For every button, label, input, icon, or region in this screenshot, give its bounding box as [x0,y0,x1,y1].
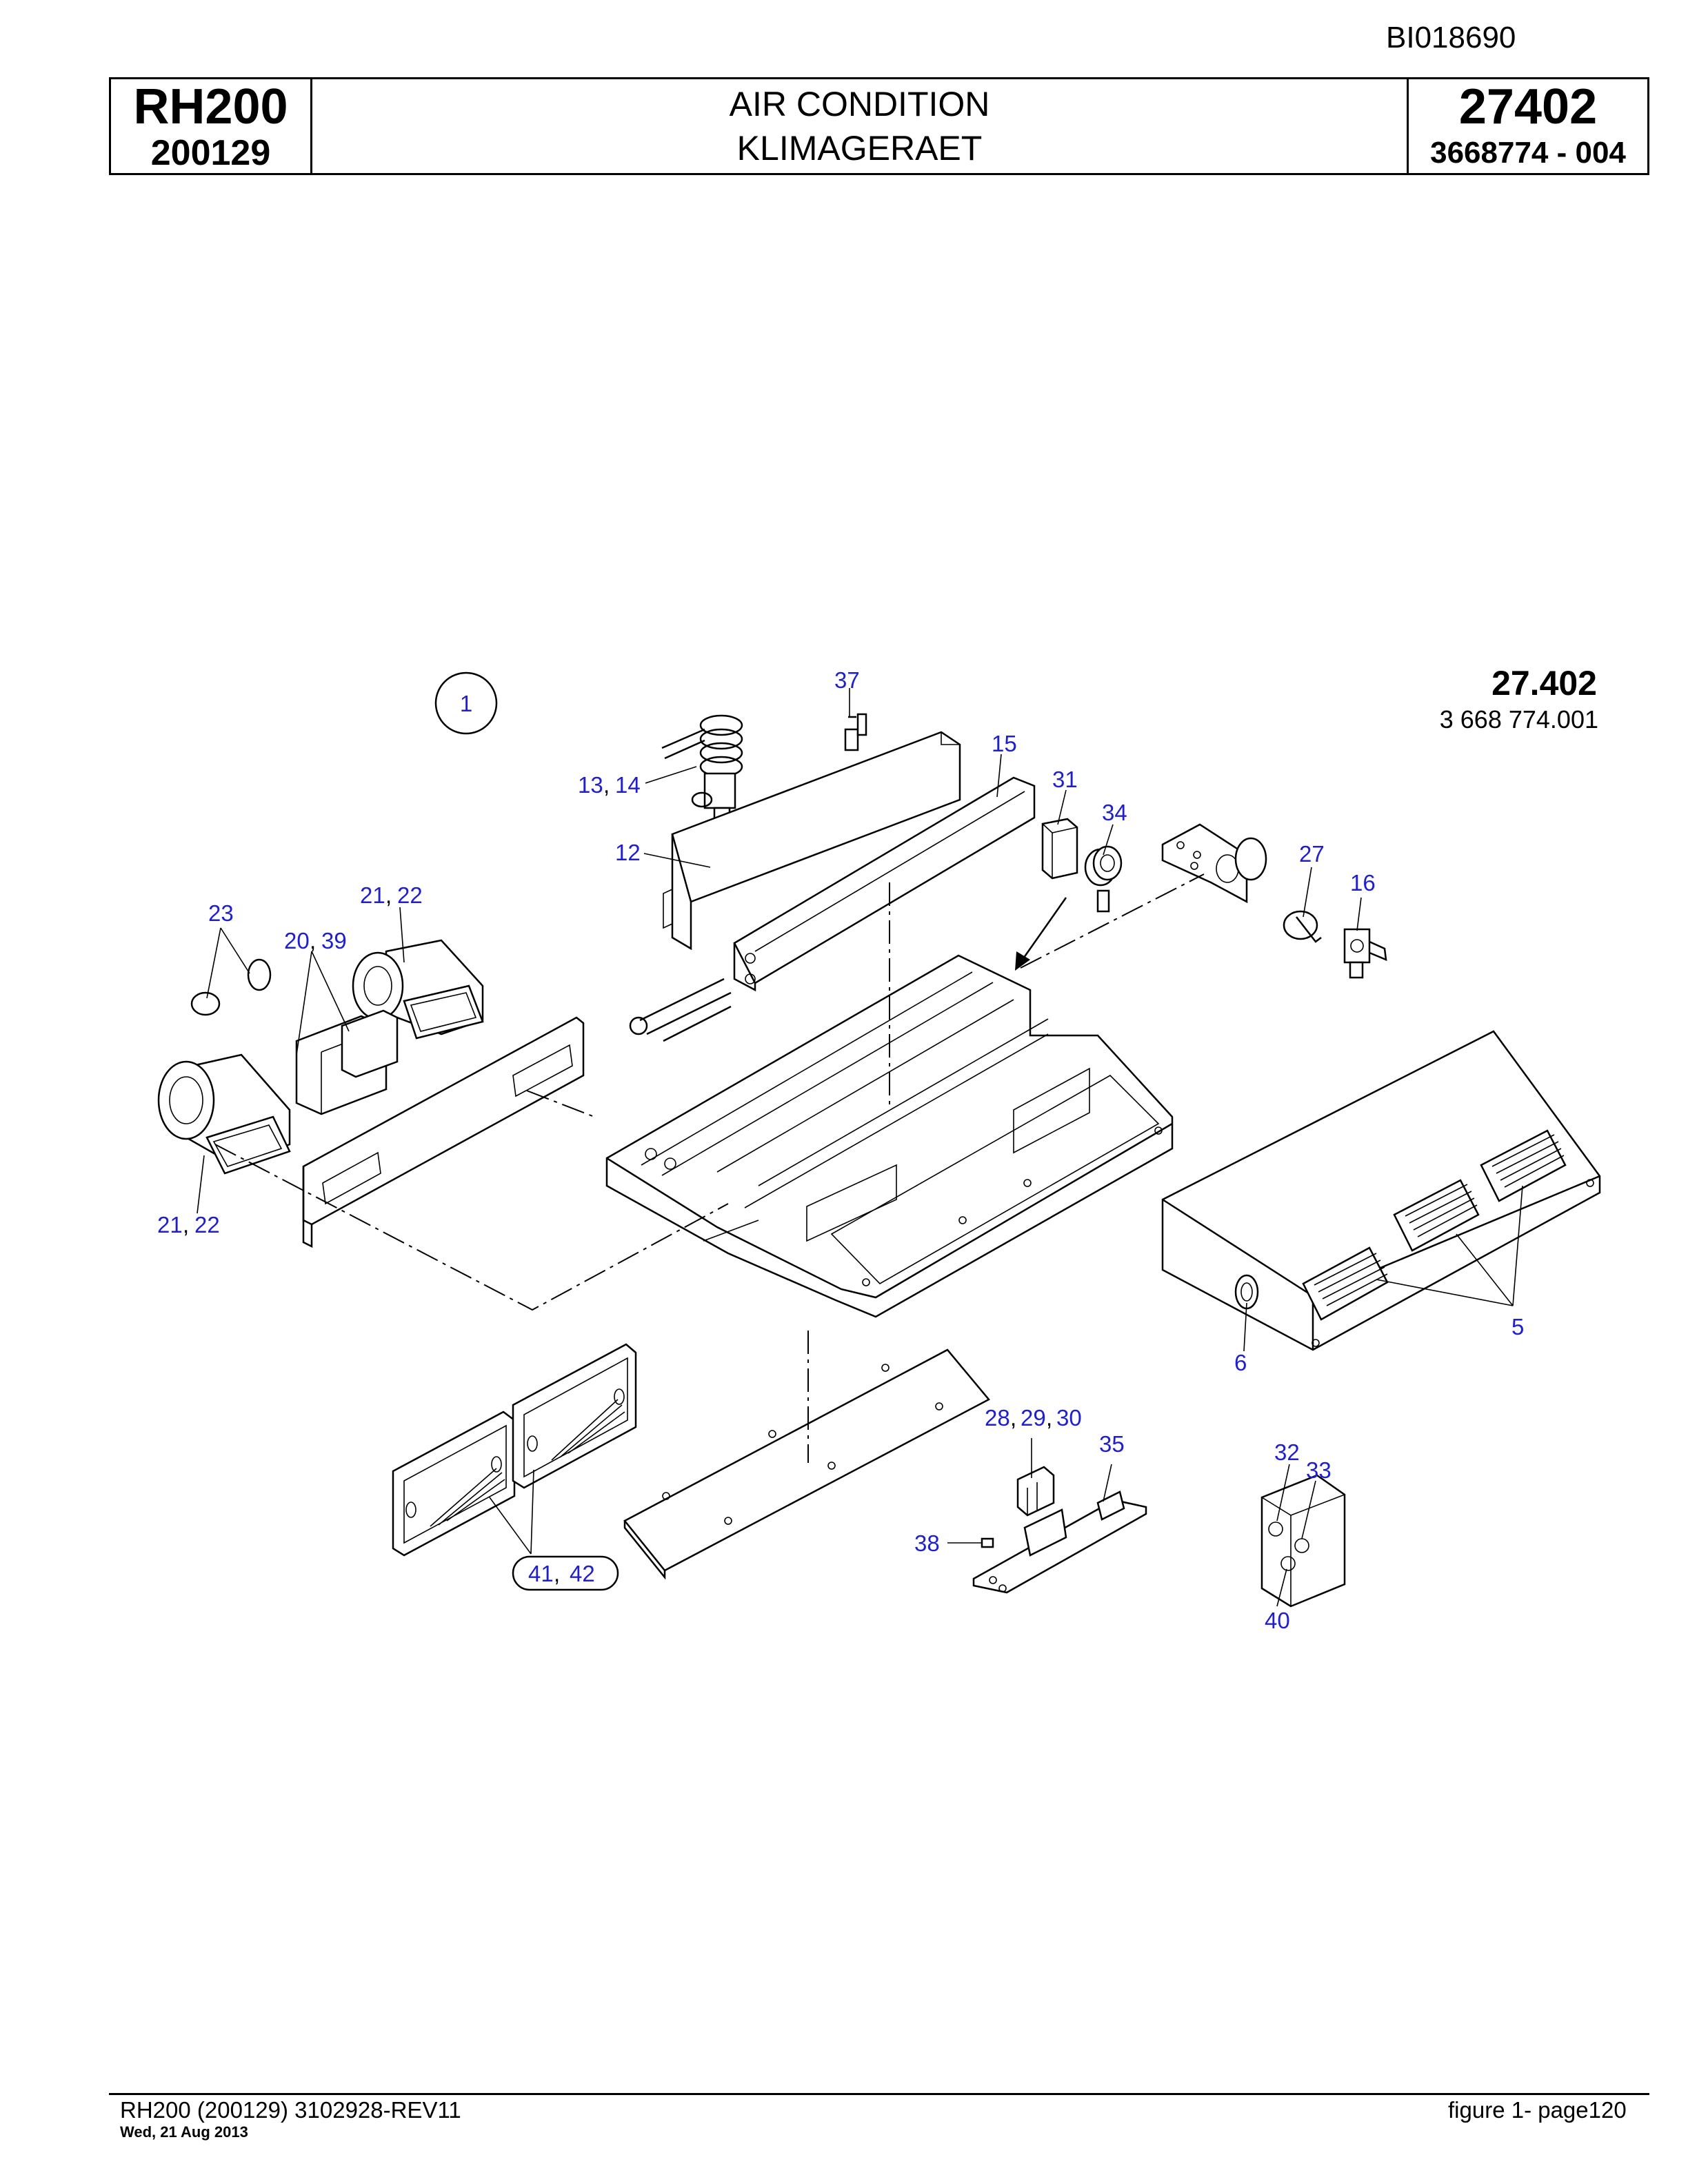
title-english: AIR CONDITION [729,85,990,123]
callout-separator: , [183,1212,189,1237]
callout: 23 [208,900,234,926]
callout: 16 [1350,870,1376,896]
group-number: 27.402 [1491,664,1597,702]
callout: 42 [570,1561,595,1586]
direction-arrow [1015,897,1067,971]
callout: 39 [321,928,347,953]
callout-separator: , [310,928,316,953]
callout: 29 [1021,1405,1046,1430]
callout: 22 [194,1212,220,1237]
blower-panel [302,1016,585,1248]
callout: 41 [528,1561,554,1586]
thermostat [1084,845,1123,913]
title-block: RH200 200129 AIR CONDITION KLIMAGERAET 2… [109,77,1649,175]
callout: 37 [834,667,860,693]
bottom-plate [623,1348,990,1580]
vent-cover [1161,1030,1601,1351]
group-part-number: 3 668 774.001 [1440,705,1598,734]
machine-model: RH200 [133,79,288,134]
footer-rule [109,2093,1649,2095]
callout: 14 [615,772,641,798]
callout: 20 [284,928,310,953]
callout-separator: , [554,1561,560,1586]
control-box [1260,1474,1346,1608]
callout: 15 [992,731,1017,756]
figure-cell: 27402 3668774 - 004 [1409,79,1647,173]
callout: 34 [1102,800,1127,825]
main-frame [605,954,1174,1318]
callout-separator: , [1010,1405,1016,1430]
control-knob [1283,910,1322,943]
leader-lines [197,688,1523,1607]
callout: 22 [397,882,423,908]
callout-labels: 37 15 13 , 14 31 34 12 27 16 23 21 , 22 … [157,667,1524,1633]
callout: 28 [985,1405,1010,1430]
callout-separator: , [603,772,610,798]
assembly-line [1020,873,1205,969]
callout: 12 [615,840,641,865]
temperature-sensor [844,713,867,751]
assembly-line [526,1090,595,1118]
callout: 31 [1052,767,1078,792]
blower-left [157,1053,291,1175]
air-filter-right [512,1343,637,1489]
evaporator-bracket [733,776,1036,992]
title-cell: AIR CONDITION KLIMAGERAET [312,79,1409,173]
relay [1041,818,1078,880]
footer-reference: RH200 (200129) 3102928-REV11 [120,2097,461,2123]
figure-number: 27402 [1458,79,1598,134]
machine-serial: 200129 [150,133,271,173]
callout: 13 [578,772,603,798]
callout: 21 [360,882,385,908]
view-marker-label: 1 [460,691,472,716]
callout: 32 [1274,1439,1300,1465]
callout: 33 [1306,1457,1332,1483]
evaporator-core [663,731,961,951]
assembly-part-number: 3668774 - 004 [1430,136,1626,170]
callout: 35 [1099,1431,1125,1457]
document-id: BI018690 [1386,21,1516,54]
evaporator-pipes [629,978,732,1042]
expansion-valve [661,714,743,825]
callout: 40 [1265,1608,1290,1633]
footer-page: figure 1- page120 [1448,2097,1627,2123]
callout: 38 [914,1530,940,1556]
blower-clamps [190,958,272,1016]
machine-cell: RH200 200129 [111,79,312,173]
callout: 21 [157,1212,183,1237]
terminal-board [972,1490,1147,1594]
switch [1343,928,1387,979]
blower-motor [295,1009,399,1115]
callout: 6 [1234,1350,1247,1375]
callout-separator: , [385,882,392,908]
assembly-line [214,1144,729,1311]
callout-separator: , [1046,1405,1052,1430]
callout: 30 [1056,1405,1082,1430]
view-marker: 1 [434,671,498,735]
fuse-holder [1016,1466,1055,1517]
title-german: KLIMAGERAET [736,129,983,168]
mounting-plate [1161,823,1267,904]
air-filter-left [392,1410,516,1557]
callout: 5 [1511,1314,1524,1339]
callout: 27 [1299,841,1325,867]
footer-date: Wed, 21 Aug 2013 [120,2123,248,2141]
